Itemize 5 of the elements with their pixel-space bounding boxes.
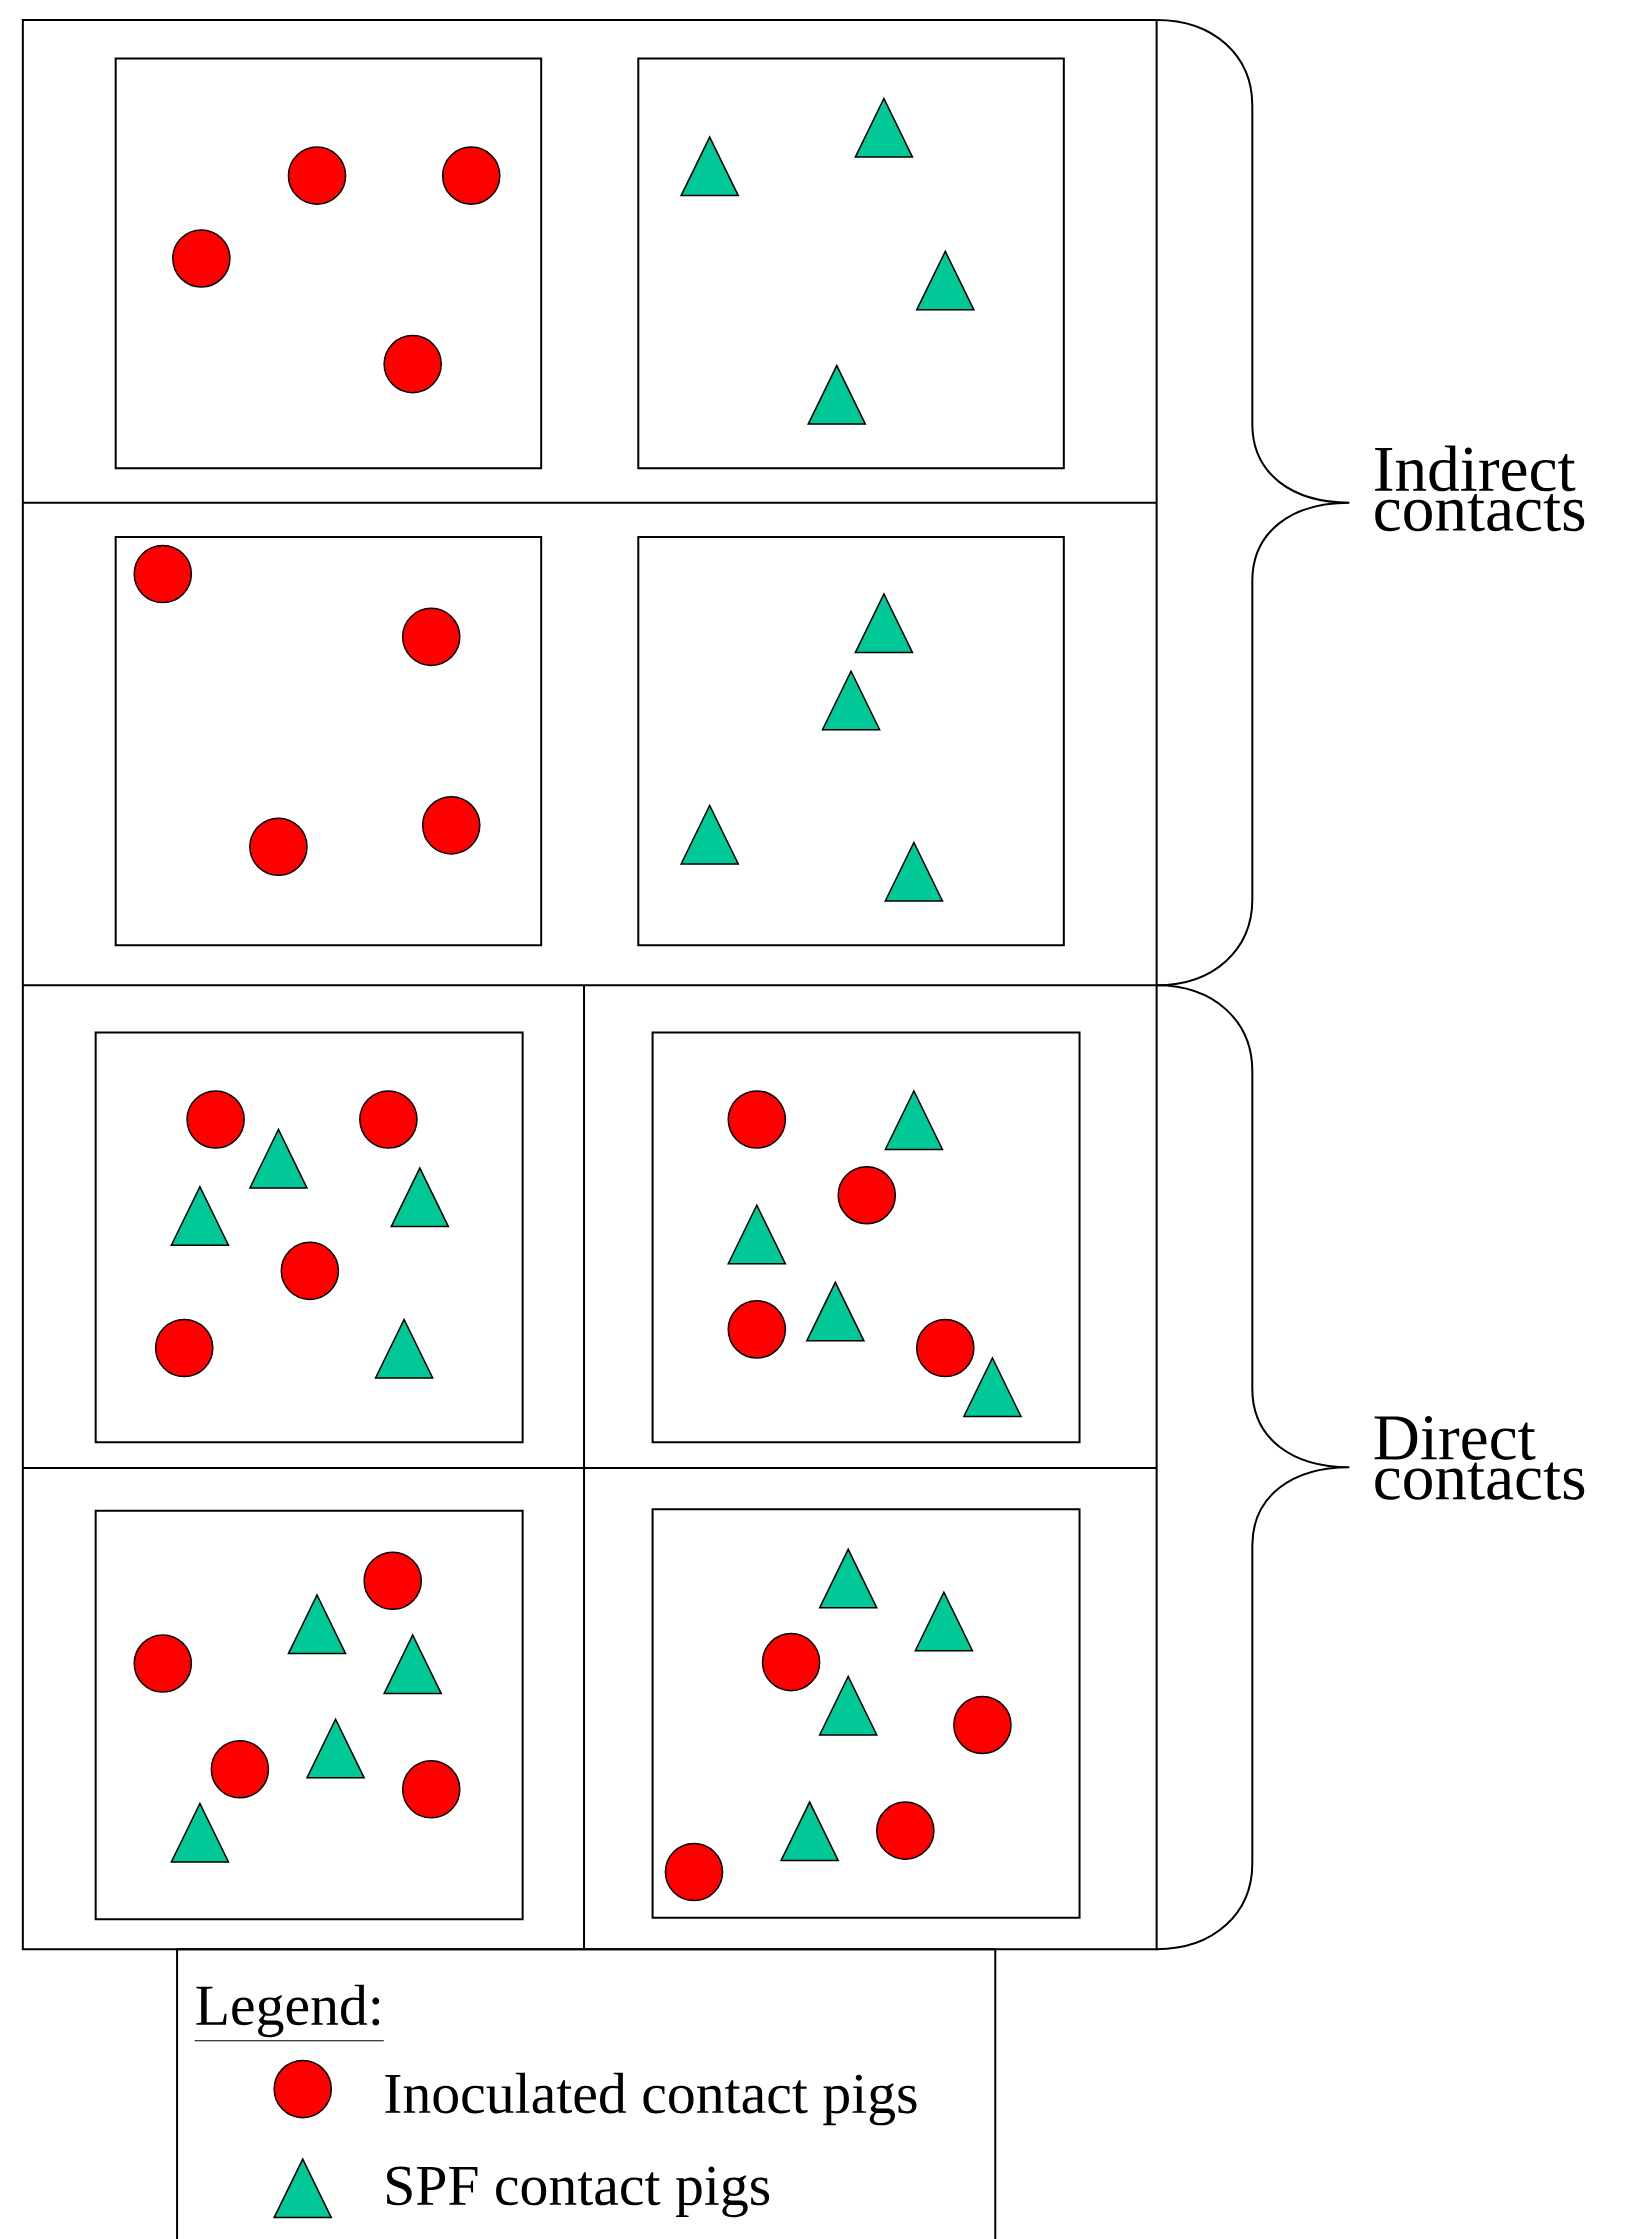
legend-heading: Legend: xyxy=(194,1984,385,2042)
group-label: Direct contacts xyxy=(1374,1416,1584,1500)
legend-text: Inoculated contact pigs xyxy=(385,2072,917,2126)
group-label: Indirect contacts xyxy=(1374,445,1584,532)
legend-text: SPF contact pigs xyxy=(386,2166,769,2218)
